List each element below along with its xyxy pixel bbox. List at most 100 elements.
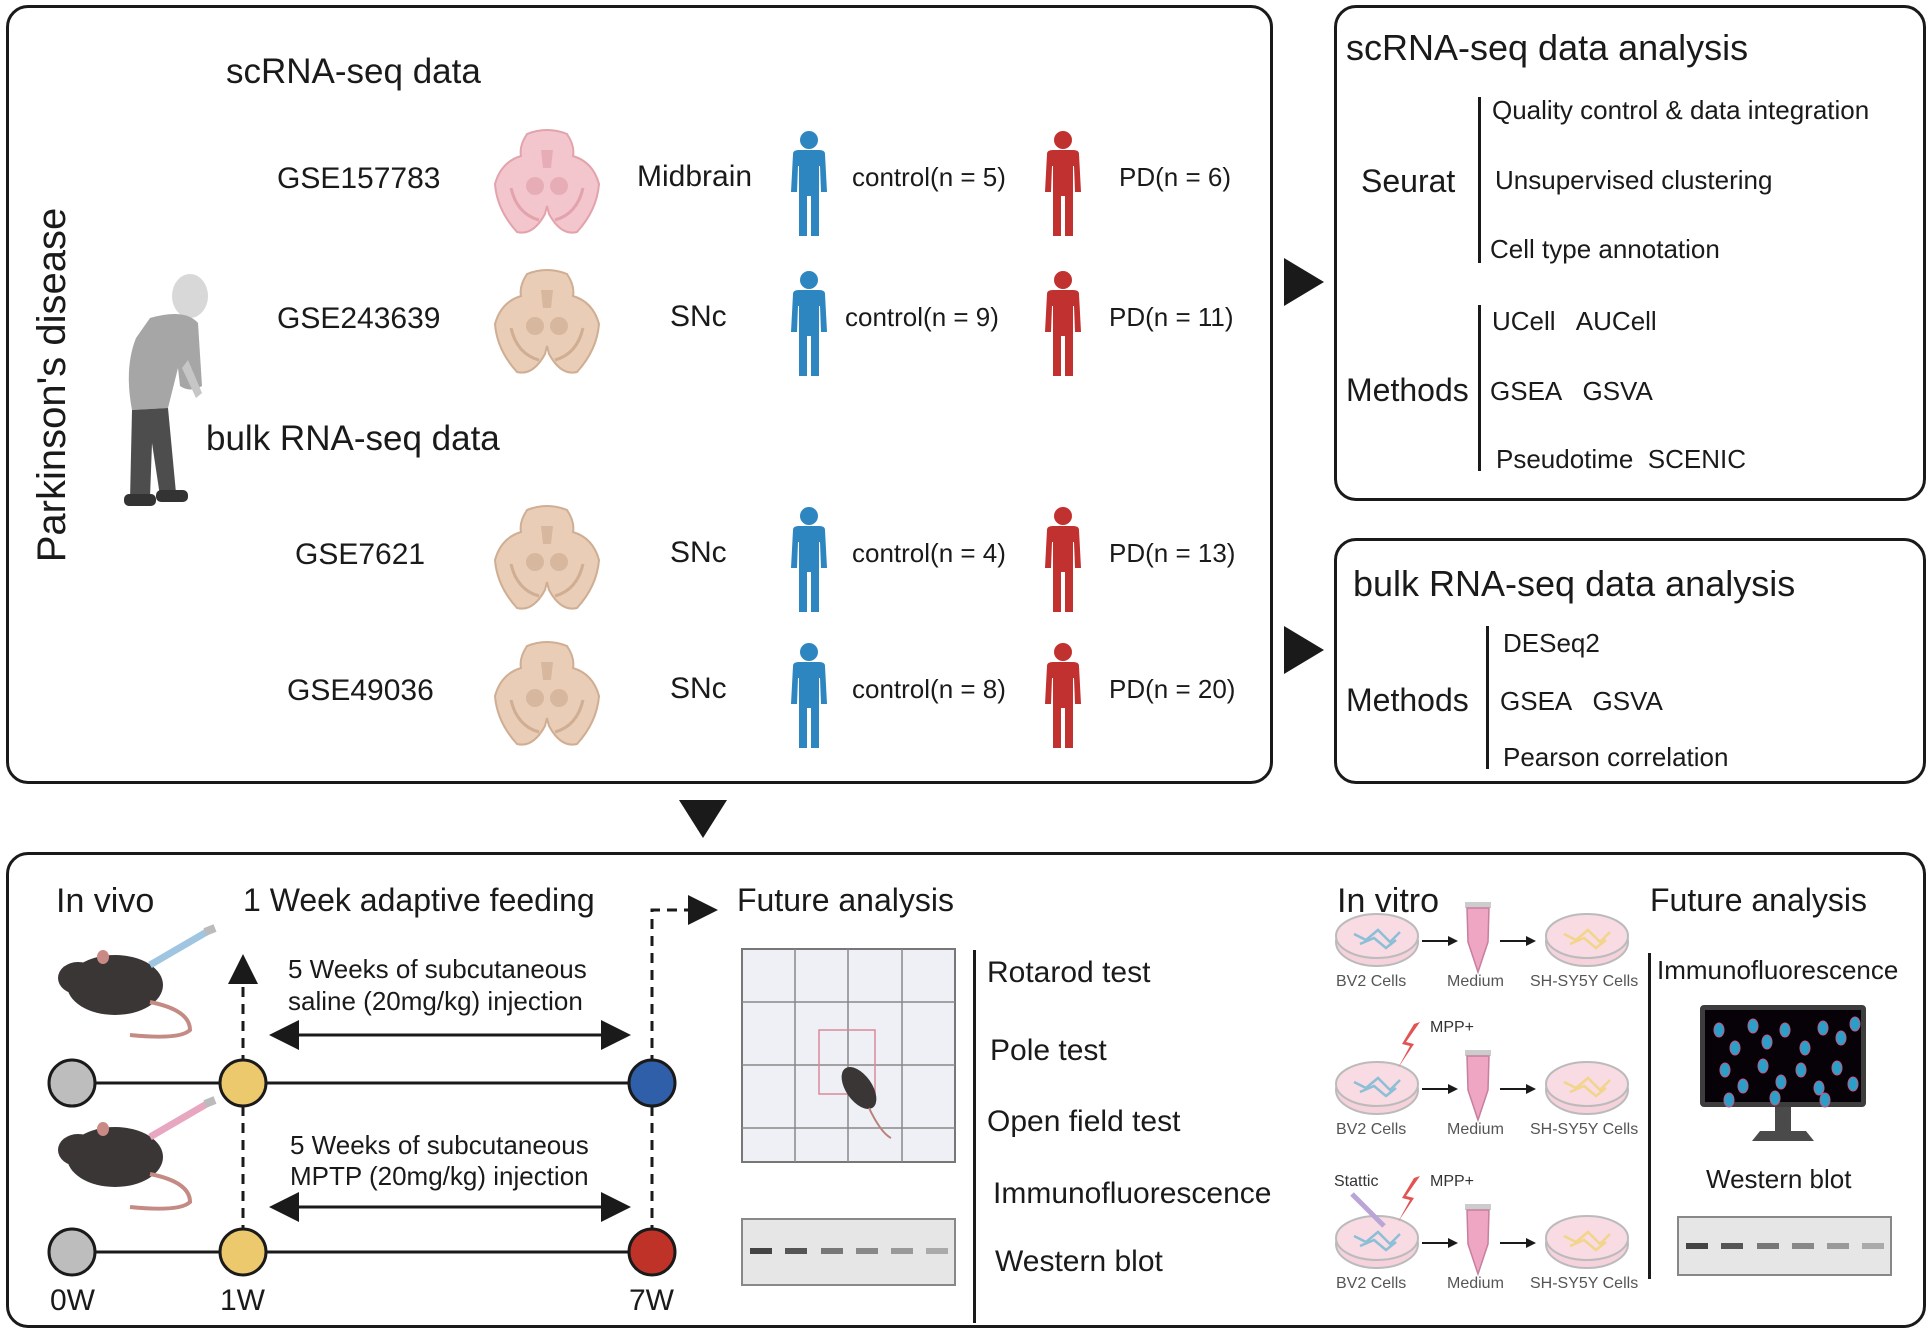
pd-person-icon [1045,643,1081,748]
vitro-analysis-bracket [1648,953,1651,1279]
bv2-label: BV2 Cells [1336,1275,1407,1292]
cell-mark [1799,1040,1811,1056]
seurat-label: Seurat [1361,163,1456,199]
cell-mark [1723,1092,1735,1108]
flow-arrow-icon [1422,1238,1458,1248]
sc-analysis-panel [1334,5,1926,501]
cell-mark [1817,1020,1829,1036]
pd-count: PD(n = 6) [1119,162,1231,192]
timepoint-label: 7W [629,1284,674,1317]
elderly-person-icon [124,274,208,506]
bv2-label: BV2 Cells [1336,973,1407,990]
timepoint-label: 1W [220,1284,265,1317]
flow-arrow-icon [1500,1084,1536,1094]
cell-mark [1779,1022,1791,1038]
test-item: Open field test [987,1105,1181,1138]
cell-mark [1713,1022,1725,1038]
pd-person-icon [1045,507,1081,612]
pd-count: PD(n = 11) [1109,302,1234,332]
seurat-item: Unsupervised clustering [1495,165,1773,195]
bv2-label: BV2 Cells [1336,1121,1407,1138]
timepoint-1w-saline [218,1058,268,1108]
midbrain-section-icon [493,269,601,374]
shsy5y-dish-icon [1545,1215,1629,1269]
control-person-icon [791,131,827,236]
method-item: UCell AUCell [1492,306,1657,336]
bulk-data-heading: bulk RNA-seq data [206,419,500,458]
mouse-mptp-icon [58,1096,217,1211]
sc-data-heading: scRNA-seq data [226,52,481,91]
microscopy-monitor-icon [1700,1005,1866,1141]
cell-mark [1835,1030,1847,1046]
shsy5y-label: SH-SY5Y Cells [1530,1121,1639,1138]
tissue-label: SNc [670,300,727,333]
cell-mark [1769,1090,1781,1106]
control-person-icon [791,507,827,612]
future-analysis-heading: Future analysis [737,882,954,918]
in-vivo-timeline [47,895,718,1277]
pd-person-icon [1045,131,1081,236]
bulk-methods-label: Methods [1346,682,1469,718]
method-item: GSEA GSVA [1490,376,1653,406]
timepoint-7w-mptp [627,1227,677,1277]
shsy5y-label: SH-SY5Y Cells [1530,973,1639,990]
shsy5y-dish-icon [1545,1061,1629,1115]
cell-mark [1757,1058,1769,1074]
test-item: Rotarod test [987,956,1151,989]
mptp-line2: MPTP (20mg/kg) injection [290,1161,589,1191]
bulk-analysis-title: bulk RNA-seq data analysis [1353,563,1796,604]
control-person-icon [791,271,827,376]
lightning-icon [1398,1022,1420,1068]
pd-person-icon [1045,271,1081,376]
cell-mark [1761,1034,1773,1050]
in-vitro-heading: In vitro [1337,882,1440,920]
tests-bracket [973,950,976,1323]
cell-mark [1819,1092,1831,1108]
flow-arrow-icon [1500,936,1536,946]
bv2-dish-icon [1335,1061,1419,1115]
medium-tube-icon [1465,902,1491,975]
vitro-analysis-item: Western blot [1706,1164,1852,1194]
dataset-id: GSE157783 [277,162,441,195]
mpp-label: MPP+ [1430,1173,1475,1190]
test-item: Western blot [995,1245,1163,1278]
mouse-saline-icon [58,924,217,1039]
cell-mark [1831,1060,1843,1076]
bulk-method-item: Pearson correlation [1503,742,1729,772]
medium-label: Medium [1447,1121,1504,1138]
shsy5y-dish-icon [1545,913,1629,967]
medium-tube-icon [1465,1050,1491,1123]
western-blot-vitro-icon [1677,1216,1892,1276]
flow-arrow-icon [1422,936,1458,946]
midbrain-section-icon [493,641,601,746]
future-analysis-vitro-heading: Future analysis [1650,882,1867,918]
cell-mark [1747,1018,1759,1034]
timepoint-label: 0W [50,1284,95,1317]
midbrain-section-icon [493,505,601,610]
cell-mark [1795,1062,1807,1078]
medium-tube-icon [1465,1204,1491,1277]
timepoint-0w-saline [47,1058,97,1108]
cell-mark [1849,1016,1861,1032]
arrow-to-sc-analysis-icon [1284,258,1324,306]
tissue-label: SNc [670,672,727,705]
sc-analysis-title: scRNA-seq data analysis [1346,27,1749,68]
medium-label: Medium [1447,973,1504,990]
in-vivo-heading: In vivo [56,882,155,920]
adaptive-feeding-label: 1 Week adaptive feeding [243,882,595,918]
control-count: control(n = 4) [852,538,1006,568]
bv2-dish-icon [1335,913,1419,967]
control-person-icon [791,643,827,748]
western-blot-icon [741,1218,956,1286]
tissue-label: SNc [670,536,727,569]
stattic-label: Stattic [1334,1173,1379,1190]
test-item: Immunofluorescence [993,1177,1272,1210]
test-item: Pole test [990,1034,1107,1067]
bulk-method-item: GSEA GSVA [1500,686,1663,716]
seurat-item: Quality control & data integration [1492,95,1870,125]
cell-mark [1719,1062,1731,1078]
medium-label: Medium [1447,1275,1504,1292]
mpp-label: MPP+ [1430,1019,1475,1036]
shsy5y-label: SH-SY5Y Cells [1530,1275,1639,1292]
dataset-id: GSE7621 [295,538,426,571]
